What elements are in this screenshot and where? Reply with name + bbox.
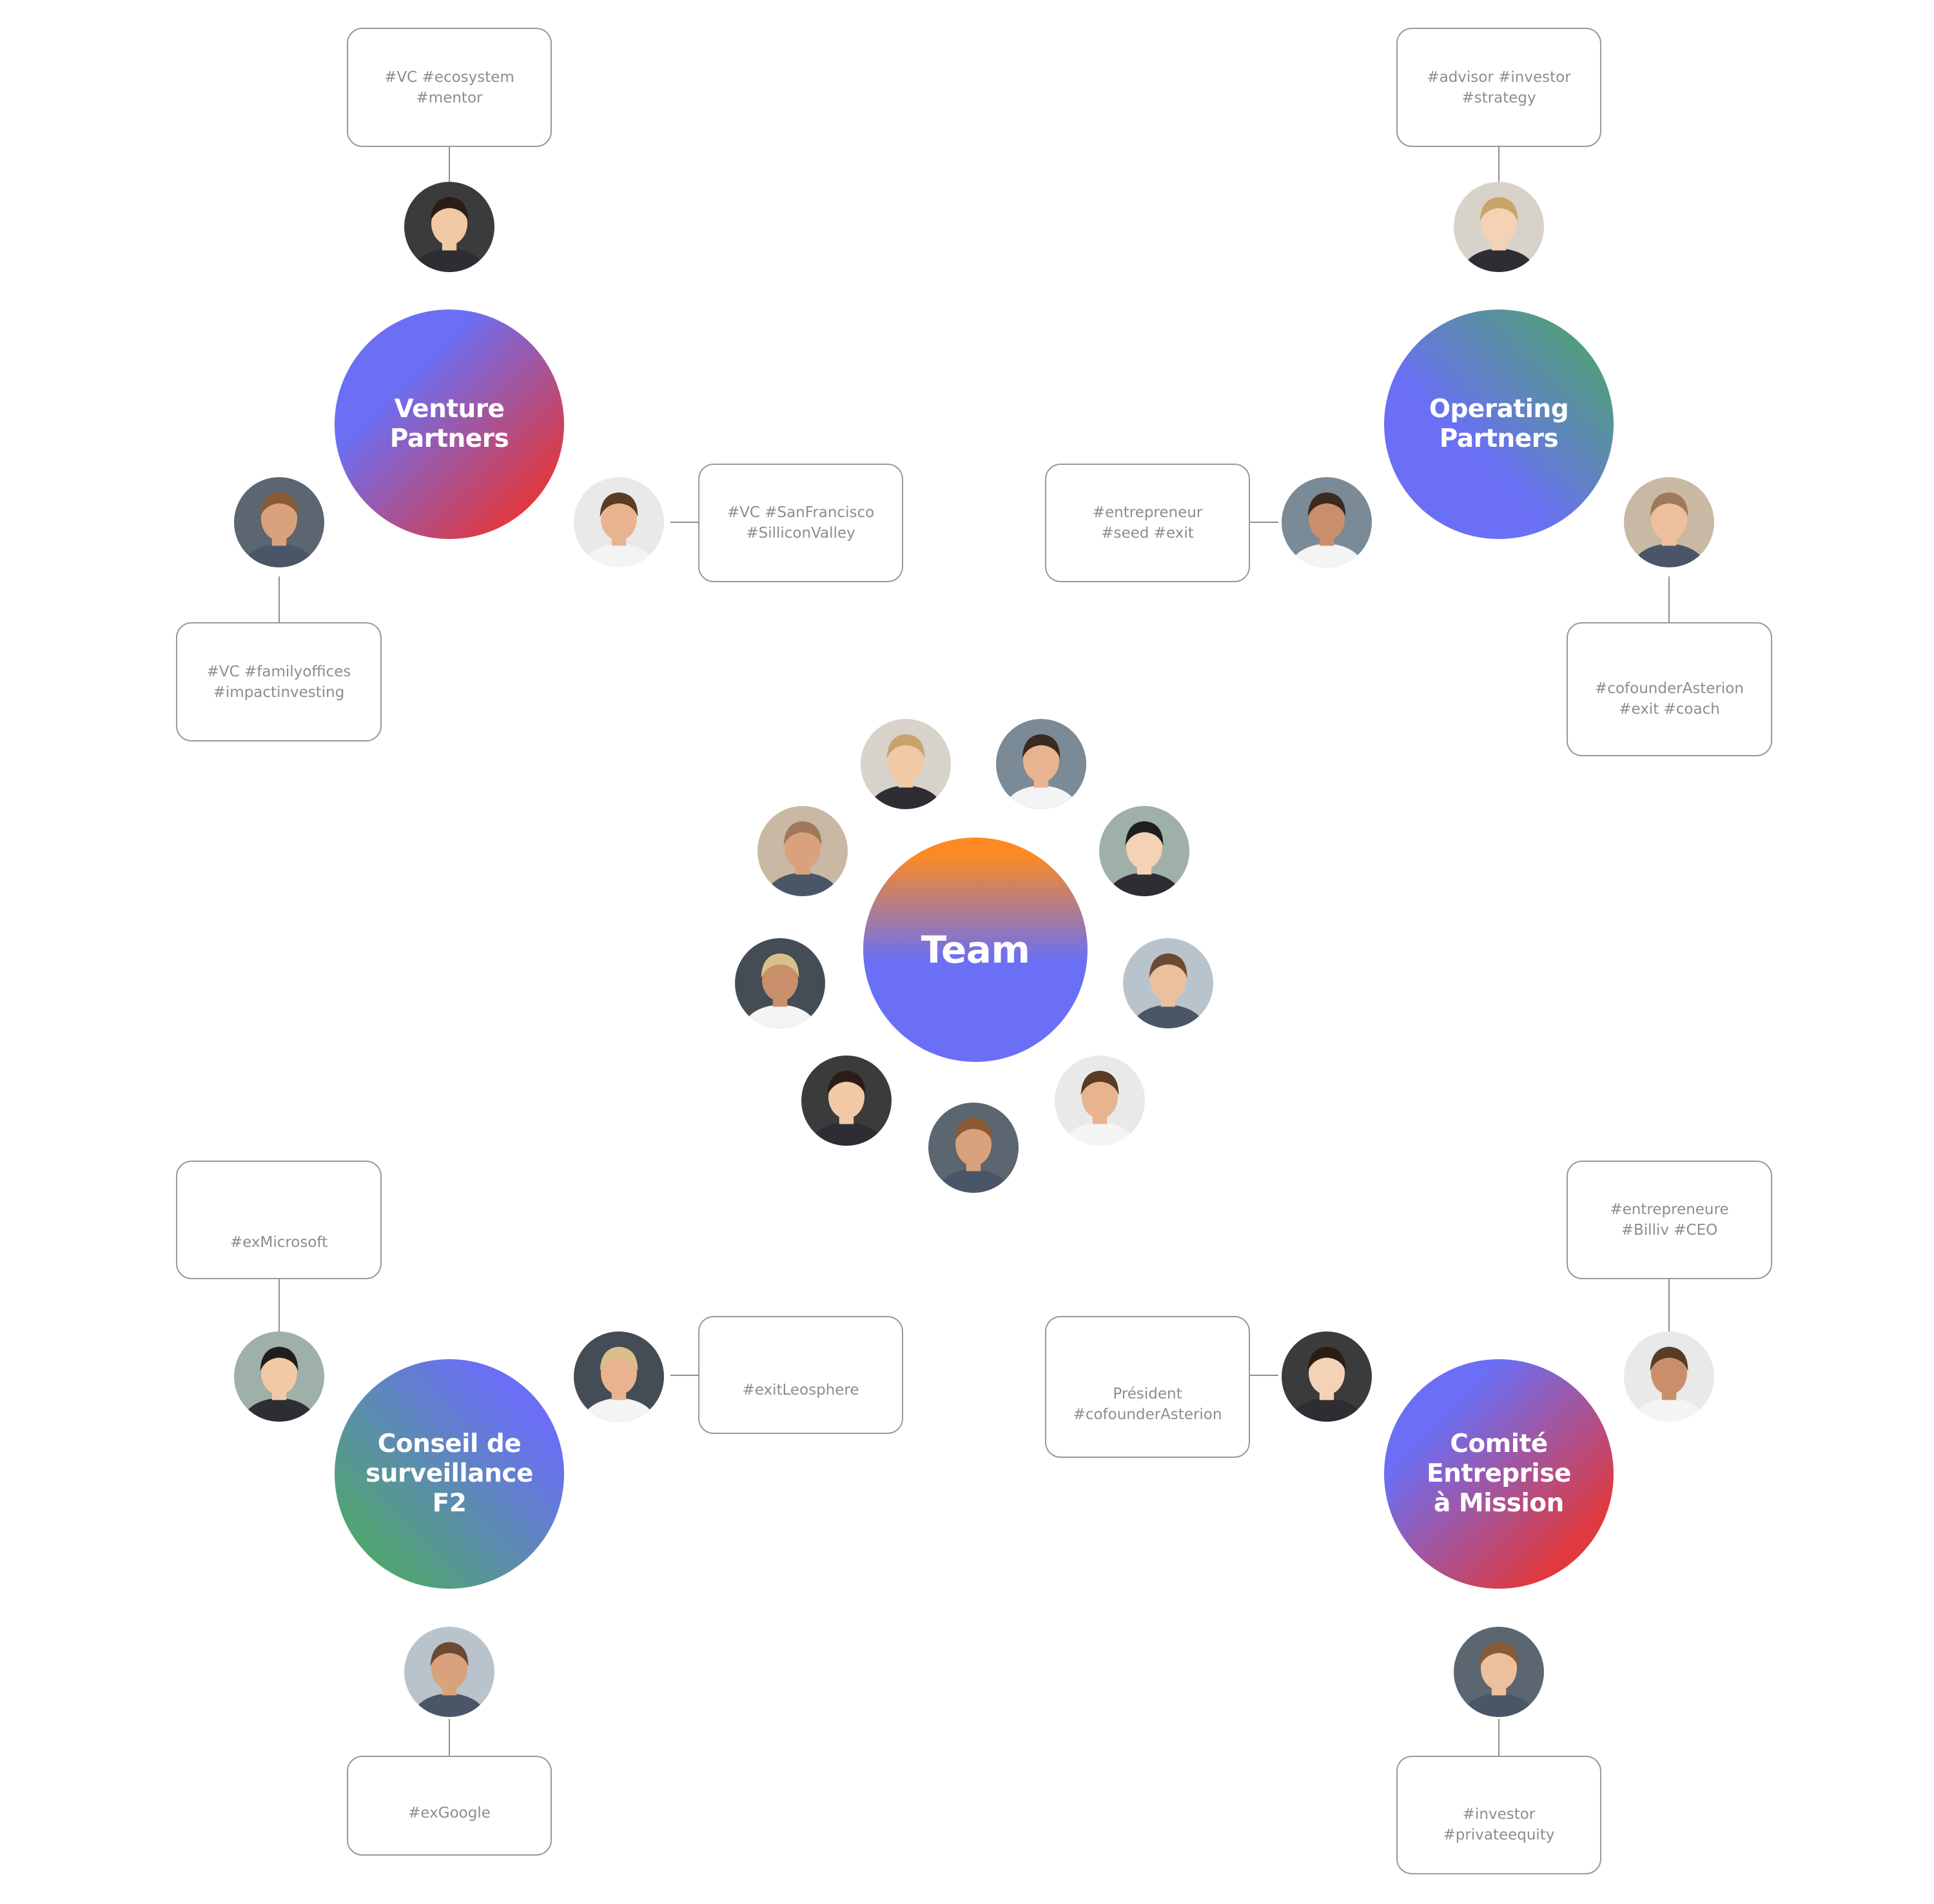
tag-box-conseil-right: #exitLeosphere [698,1316,903,1434]
tag-box-conseil-bottom: #exGoogle [347,1756,552,1856]
avatar-comite-bottom[interactable] [1454,1627,1544,1717]
portrait-icon [404,1627,494,1717]
avatar-operating-top[interactable] [1454,182,1544,272]
portrait-icon [1454,1627,1544,1717]
tag-box-conseil-top: #exMicrosoft [176,1161,382,1279]
venture-partners-label: Venture Partners [389,395,509,453]
avatar-conseil-right[interactable] [574,1331,664,1422]
portrait-icon [574,1331,664,1422]
avatar-team-8[interactable] [1055,1055,1145,1146]
portrait-icon [801,1055,892,1146]
portrait-icon [1055,1055,1145,1146]
avatar-conseil-top[interactable] [234,1331,324,1422]
tag-box-comite-bottom: #investor #privateequity [1396,1756,1601,1874]
tag-box-venture-top: #VC #ecosystem #mentor [347,28,552,147]
operating-partners-hub[interactable]: Operating Partners [1384,309,1614,539]
tag-box-comite-left: Président #cofounderAsterion [1045,1316,1250,1458]
tag-box-venture-bottom: #VC #familyoffices #impactinvesting [176,622,382,741]
avatar-conseil-bottom[interactable] [404,1627,494,1717]
portrait-icon [1624,1331,1714,1422]
avatar-comite-left[interactable] [1282,1331,1372,1422]
avatar-team-4[interactable] [1099,806,1189,896]
avatar-operating-right[interactable] [1624,477,1714,567]
portrait-icon [1282,477,1372,567]
avatar-team-7[interactable] [801,1055,892,1146]
team-hub[interactable]: Team [863,838,1088,1062]
avatar-team-6[interactable] [1123,938,1213,1028]
comite-mission-hub[interactable]: Comité Entreprise à Mission [1384,1359,1614,1589]
operating-partners-label: Operating Partners [1429,395,1569,453]
tag-box-operating-bottom: #cofounderAsterion #exit #coach [1567,622,1772,756]
portrait-icon [1282,1331,1372,1422]
avatar-team-1[interactable] [861,719,951,809]
portrait-icon [404,182,494,272]
portrait-icon [234,477,324,567]
conseil-surveillance-label: Conseil de surveillance F2 [366,1429,533,1518]
avatar-team-5[interactable] [735,938,825,1028]
portrait-icon [1454,182,1544,272]
portrait-icon [1123,938,1213,1028]
tag-box-venture-right: #VC #SanFrancisco #SilliconValley [698,464,903,582]
tag-box-operating-left: #entrepreneur #seed #exit [1045,464,1250,582]
conseil-surveillance-hub[interactable]: Conseil de surveillance F2 [335,1359,564,1589]
portrait-icon [574,477,664,567]
comite-mission-label: Comité Entreprise à Mission [1427,1429,1571,1518]
portrait-icon [757,806,848,896]
portrait-icon [735,938,825,1028]
tag-box-operating-top: #advisor #investor #strategy [1396,28,1601,147]
tag-box-comite-top: #entrepreneure #Billiv #CEO [1567,1161,1772,1279]
portrait-icon [1099,806,1189,896]
avatar-team-2[interactable] [996,719,1086,809]
portrait-icon [861,719,951,809]
venture-partners-hub[interactable]: Venture Partners [335,309,564,539]
avatar-team-3[interactable] [757,806,848,896]
avatar-operating-left[interactable] [1282,477,1372,567]
avatar-team-9[interactable] [928,1103,1019,1193]
portrait-icon [996,719,1086,809]
avatar-venture-right[interactable] [574,477,664,567]
portrait-icon [928,1103,1019,1193]
avatar-venture-top[interactable] [404,182,494,272]
portrait-icon [234,1331,324,1422]
portrait-icon [1624,477,1714,567]
avatar-comite-right[interactable] [1624,1331,1714,1422]
avatar-venture-left[interactable] [234,477,324,567]
team-label: Team [921,928,1030,972]
